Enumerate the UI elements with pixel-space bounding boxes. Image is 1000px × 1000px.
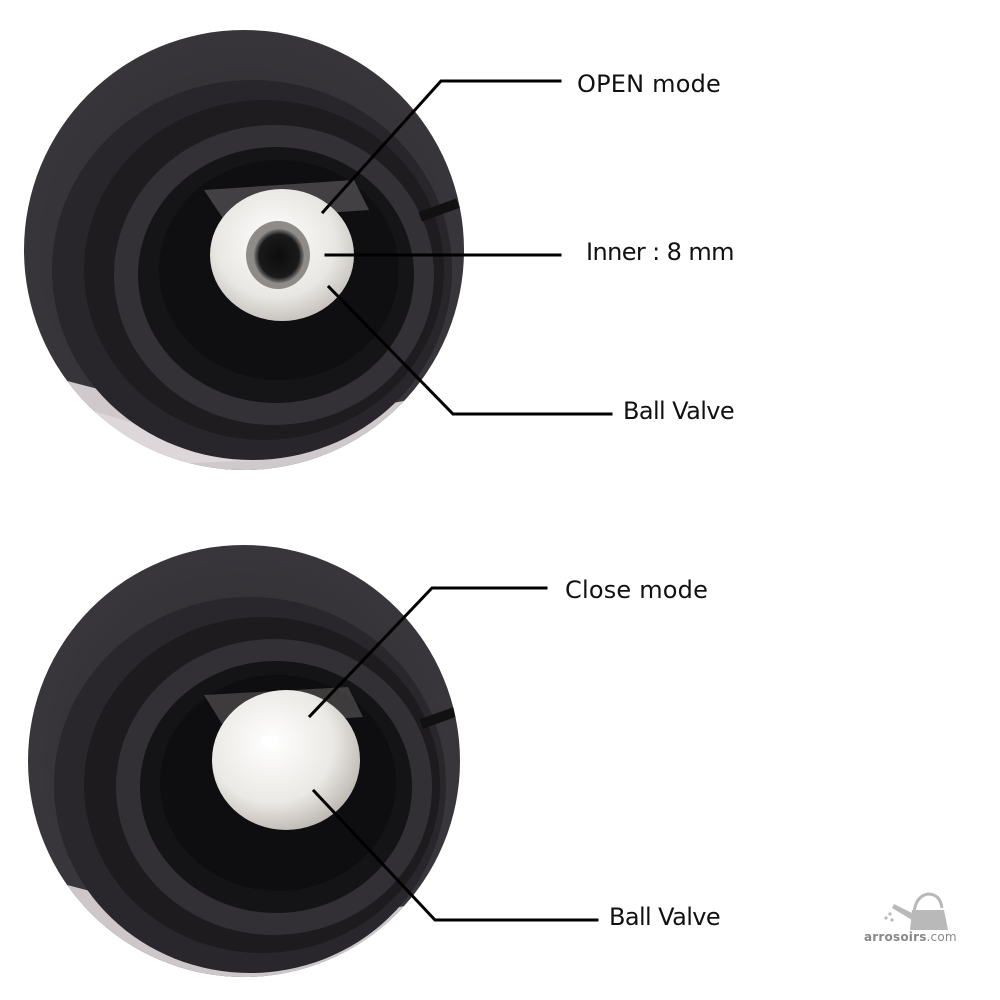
ball-valve-label-top: Ball Valve [623, 397, 735, 425]
leader-ball-valve-top [326, 284, 613, 416]
close-mode-label: Close mode [565, 576, 709, 604]
brand-logo-text: arrosoirs.com [864, 930, 957, 944]
valve-photo-open [24, 30, 464, 470]
inner-diameter-label: Inner : 8 mm [586, 238, 735, 266]
watering-can-icon [884, 892, 948, 930]
open-mode-label: OPEN mode [577, 70, 721, 98]
leader-ball-valve-bottom [311, 788, 599, 922]
brand-name: arrosoirs [864, 930, 927, 944]
brand-suffix: .com [926, 930, 957, 944]
leader-open-mode [320, 79, 562, 215]
ball-valve-label-bottom: Ball Valve [609, 903, 721, 931]
leader-close-mode [307, 586, 548, 719]
